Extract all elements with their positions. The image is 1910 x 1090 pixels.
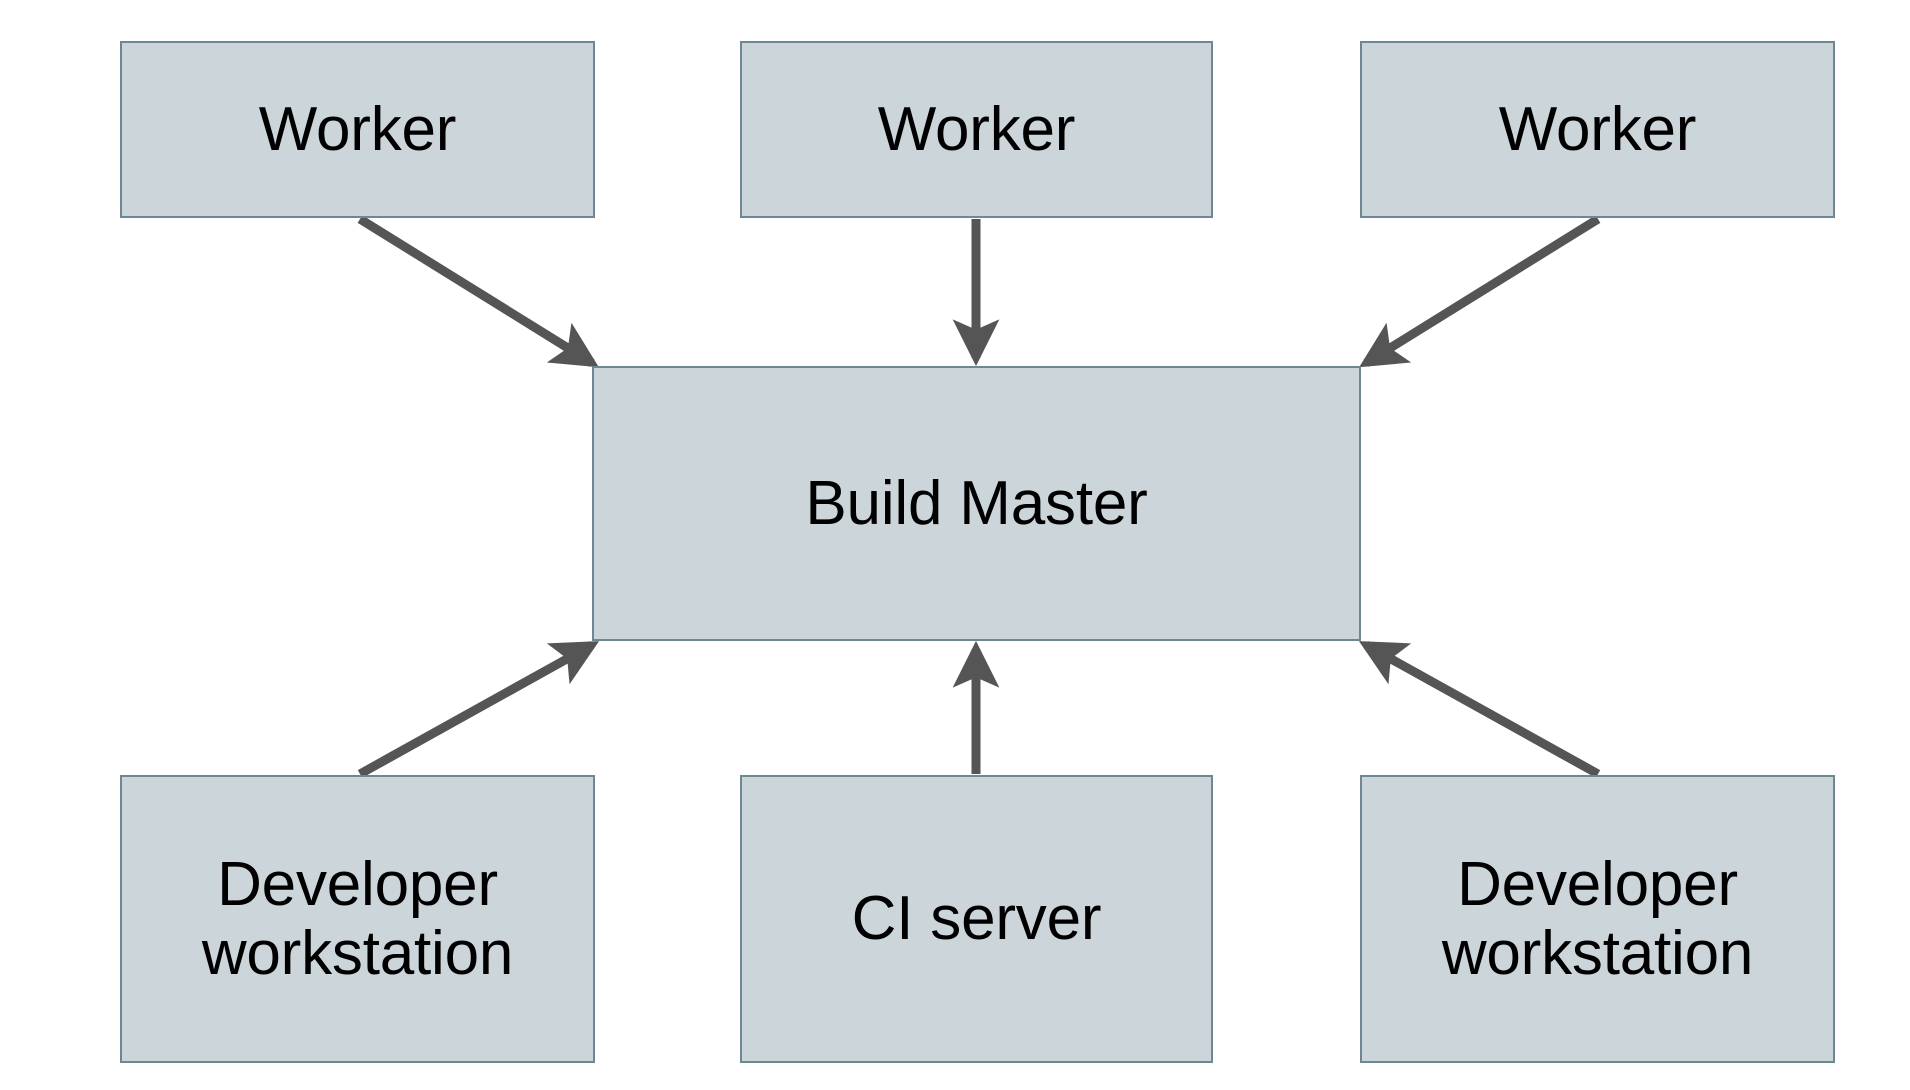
node-label: CI server bbox=[851, 884, 1102, 954]
edge-worker-3-to-master bbox=[1359, 215, 1601, 368]
node-label: Worker bbox=[258, 94, 457, 164]
node-label: Worker bbox=[1498, 94, 1697, 164]
node-label: Developer workstation bbox=[201, 849, 514, 988]
node-worker-2[interactable]: Worker bbox=[740, 41, 1213, 218]
edge-dev-ws-right-to-master bbox=[1358, 641, 1601, 778]
node-developer-workstation-right[interactable]: Developer workstation bbox=[1360, 775, 1835, 1063]
node-build-master[interactable]: Build Master bbox=[592, 366, 1361, 641]
edge-dev-ws-left-to-master bbox=[357, 641, 600, 778]
edge-worker-1-to-master bbox=[357, 215, 599, 368]
node-developer-workstation-left[interactable]: Developer workstation bbox=[120, 775, 595, 1063]
node-label: Developer workstation bbox=[1441, 849, 1754, 988]
node-ci-server[interactable]: CI server bbox=[740, 775, 1213, 1063]
node-worker-3[interactable]: Worker bbox=[1360, 41, 1835, 218]
node-label: Worker bbox=[877, 94, 1076, 164]
node-label: Build Master bbox=[805, 468, 1148, 538]
node-worker-1[interactable]: Worker bbox=[120, 41, 595, 218]
